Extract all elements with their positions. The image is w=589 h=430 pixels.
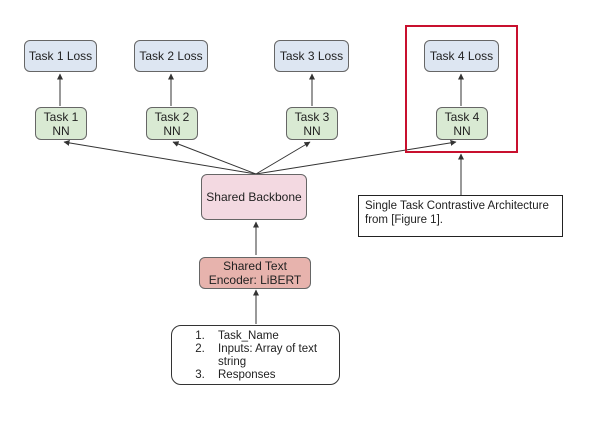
single-task-note: Single Task Contrastive Architecture fro… xyxy=(358,195,563,237)
task-1-loss-label: Task 1 Loss xyxy=(28,49,93,63)
task-3-loss-label: Task 3 Loss xyxy=(279,49,344,63)
task-4-highlight-frame xyxy=(405,25,518,153)
task-4-loss: Task 4 Loss xyxy=(424,40,499,72)
shared-backbone-label: Shared Backbone xyxy=(206,190,302,204)
input-list: Task_Name Inputs: Array of text string R… xyxy=(180,330,331,382)
task-1-nn: Task 1 NN xyxy=(35,107,87,140)
task-4-nn-line2: NN xyxy=(453,123,471,138)
arrow-backbone-to-task3 xyxy=(255,141,311,175)
shared-text-encoder: Shared Text Encoder: LiBERT xyxy=(199,257,311,289)
single-task-note-text: Single Task Contrastive Architecture fro… xyxy=(365,200,549,226)
shared-backbone: Shared Backbone xyxy=(201,174,307,220)
input-list-box: Task_Name Inputs: Array of text string R… xyxy=(171,325,340,385)
input-item-inputs: Inputs: Array of text string xyxy=(208,343,331,369)
task-2-nn-line1: Task 2 xyxy=(154,109,190,124)
arrow-backbone-to-task2 xyxy=(172,141,257,175)
task-3-loss: Task 3 Loss xyxy=(274,40,349,72)
encoder-line2: Encoder: LiBERT xyxy=(208,273,302,287)
task-2-nn-line2: NN xyxy=(163,123,181,138)
task-1-nn-line1: Task 1 xyxy=(43,109,79,124)
input-item-responses: Responses xyxy=(208,369,331,382)
task-2-loss: Task 2 Loss xyxy=(134,40,208,72)
arrow-backbone-to-task4 xyxy=(255,139,457,175)
task-2-loss-label: Task 2 Loss xyxy=(139,49,203,63)
task-1-nn-line2: NN xyxy=(52,123,70,138)
task-4-nn: Task 4 NN xyxy=(436,107,488,140)
input-item-task-name: Task_Name xyxy=(208,330,331,343)
task-2-nn: Task 2 NN xyxy=(146,107,198,140)
task-4-loss-label: Task 4 Loss xyxy=(429,49,494,63)
encoder-line1: Shared Text xyxy=(223,259,287,273)
task-3-nn-line2: NN xyxy=(303,123,321,138)
task-4-nn-line1: Task 4 xyxy=(444,109,480,124)
task-3-nn-line1: Task 3 xyxy=(294,109,330,124)
arrow-backbone-to-task1 xyxy=(63,139,257,175)
task-1-loss: Task 1 Loss xyxy=(24,40,97,72)
task-3-nn: Task 3 NN xyxy=(286,107,338,140)
